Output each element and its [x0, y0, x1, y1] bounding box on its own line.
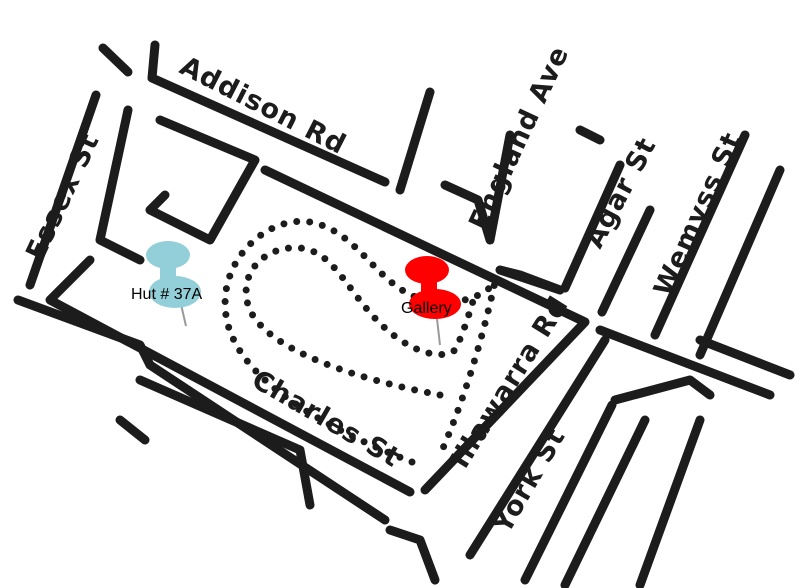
road-line [560, 415, 650, 588]
pushpin-icon [405, 256, 461, 319]
label-addison-rd: Addison Rd [175, 51, 351, 161]
road-line [650, 130, 750, 340]
pushpin-icon [146, 241, 201, 308]
pin-gallery[interactable]: Gallery [401, 256, 461, 346]
road-line [695, 335, 795, 380]
road-line [695, 165, 785, 360]
label-agar-st: Agar St [579, 132, 663, 253]
road-line [98, 43, 133, 77]
road-line [495, 265, 565, 295]
road-line [145, 115, 260, 245]
road-line [95, 105, 145, 265]
road-line [45, 255, 415, 497]
pin-hut[interactable]: Hut # 37A [131, 241, 202, 327]
road-line [465, 335, 610, 560]
road-line [260, 165, 590, 495]
road-line [395, 87, 435, 195]
road-line [115, 415, 150, 445]
road-line [25, 90, 101, 290]
walking-trail [221, 217, 499, 466]
road-line [135, 375, 315, 510]
road-line [147, 40, 390, 187]
road-line [595, 325, 775, 400]
trail-inner [242, 244, 479, 399]
road-line [597, 205, 655, 317]
label-york-st: York St [487, 423, 572, 540]
pin-label-hut: Hut # 37A [131, 286, 202, 303]
trail-outer [221, 217, 499, 466]
road-line [560, 160, 625, 293]
label-england-ave: England Ave [463, 41, 575, 235]
road-line [520, 400, 617, 585]
pin-label-gallery: Gallery [401, 300, 452, 317]
road-line [610, 375, 715, 405]
roads [13, 40, 795, 588]
road-line [13, 295, 390, 525]
road-line [440, 130, 515, 245]
road-line [635, 415, 705, 588]
road-line [385, 525, 440, 585]
label-essex-st: Essex St [20, 129, 106, 265]
road-line [575, 125, 605, 145]
